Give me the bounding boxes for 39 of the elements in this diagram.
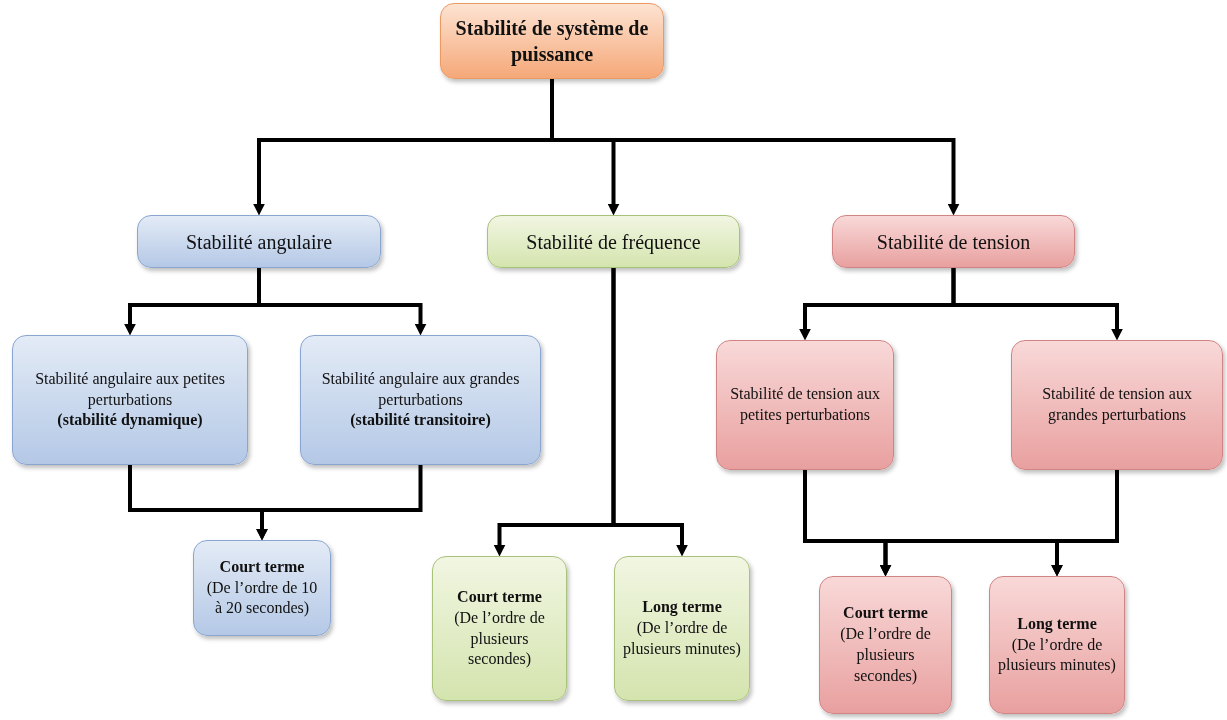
box-title: Stabilité angulaire aux grandes perturbations	[320, 368, 521, 411]
arrow	[951, 268, 1123, 341]
arrow	[1051, 470, 1119, 577]
category-box	[432, 556, 567, 701]
box-title: Stabilité angulaire	[185, 229, 333, 255]
box-subtitle: (stabilité dynamique)	[57, 410, 203, 431]
category-box	[1011, 340, 1223, 470]
arrow	[257, 268, 427, 336]
box-title: Stabilité de tension aux petites perturbations	[729, 384, 881, 426]
category-box	[300, 335, 541, 465]
category-box	[989, 576, 1125, 714]
arrow	[256, 465, 423, 541]
category-box	[137, 215, 381, 268]
category-box	[193, 540, 331, 636]
box-title: Stabilité de fréquence	[526, 229, 701, 255]
box-title: Long terme	[642, 597, 722, 618]
box-title: Court terme	[219, 556, 305, 577]
box-subtitle: (De l’ordre de plusieurs minutes)	[998, 634, 1116, 676]
box-title: Court terme	[457, 586, 542, 607]
category-box	[487, 215, 740, 268]
box-title: Stabilité de tension aux grandes perturbations	[1041, 384, 1193, 426]
category-box	[832, 215, 1075, 268]
box-subtitle: (De l’ordre de plusieurs secondes)	[453, 607, 546, 670]
box-title: Stabilité de tension	[876, 229, 1031, 255]
category-box	[716, 340, 894, 470]
category-box	[819, 576, 952, 714]
box-title: Court terme	[843, 603, 928, 624]
box-subtitle: (stabilité transitoire)	[350, 410, 491, 431]
category-box	[12, 335, 248, 465]
box-title: Stabilité angulaire aux petites perturbations	[34, 368, 226, 411]
arrow	[550, 79, 960, 216]
box-subtitle: (De l’ordre de 10 à 20 secondes)	[205, 577, 319, 619]
arrow	[611, 268, 688, 557]
category-box	[614, 556, 750, 701]
box-subtitle: (De l’ordre de plusieurs secondes)	[839, 624, 932, 687]
box-subtitle: (De l’ordre de plusieurs minutes)	[623, 618, 741, 660]
box-title: Stabilité de système de puissance	[454, 16, 650, 67]
category-box	[440, 3, 664, 79]
box-title: Long terme	[1017, 613, 1097, 635]
